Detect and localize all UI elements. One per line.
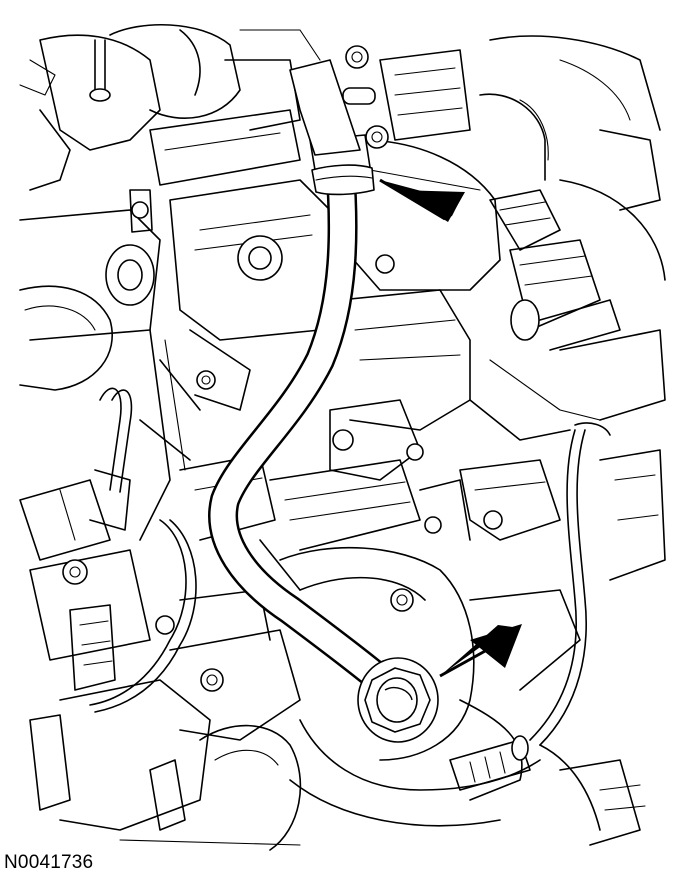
tube-assembly (208, 59, 439, 743)
engine-background (19, 23, 666, 851)
arrow-upper-icon (379, 178, 465, 222)
figure-reference-code: N0041736 (4, 852, 94, 873)
arrow-lower-icon (439, 624, 522, 678)
